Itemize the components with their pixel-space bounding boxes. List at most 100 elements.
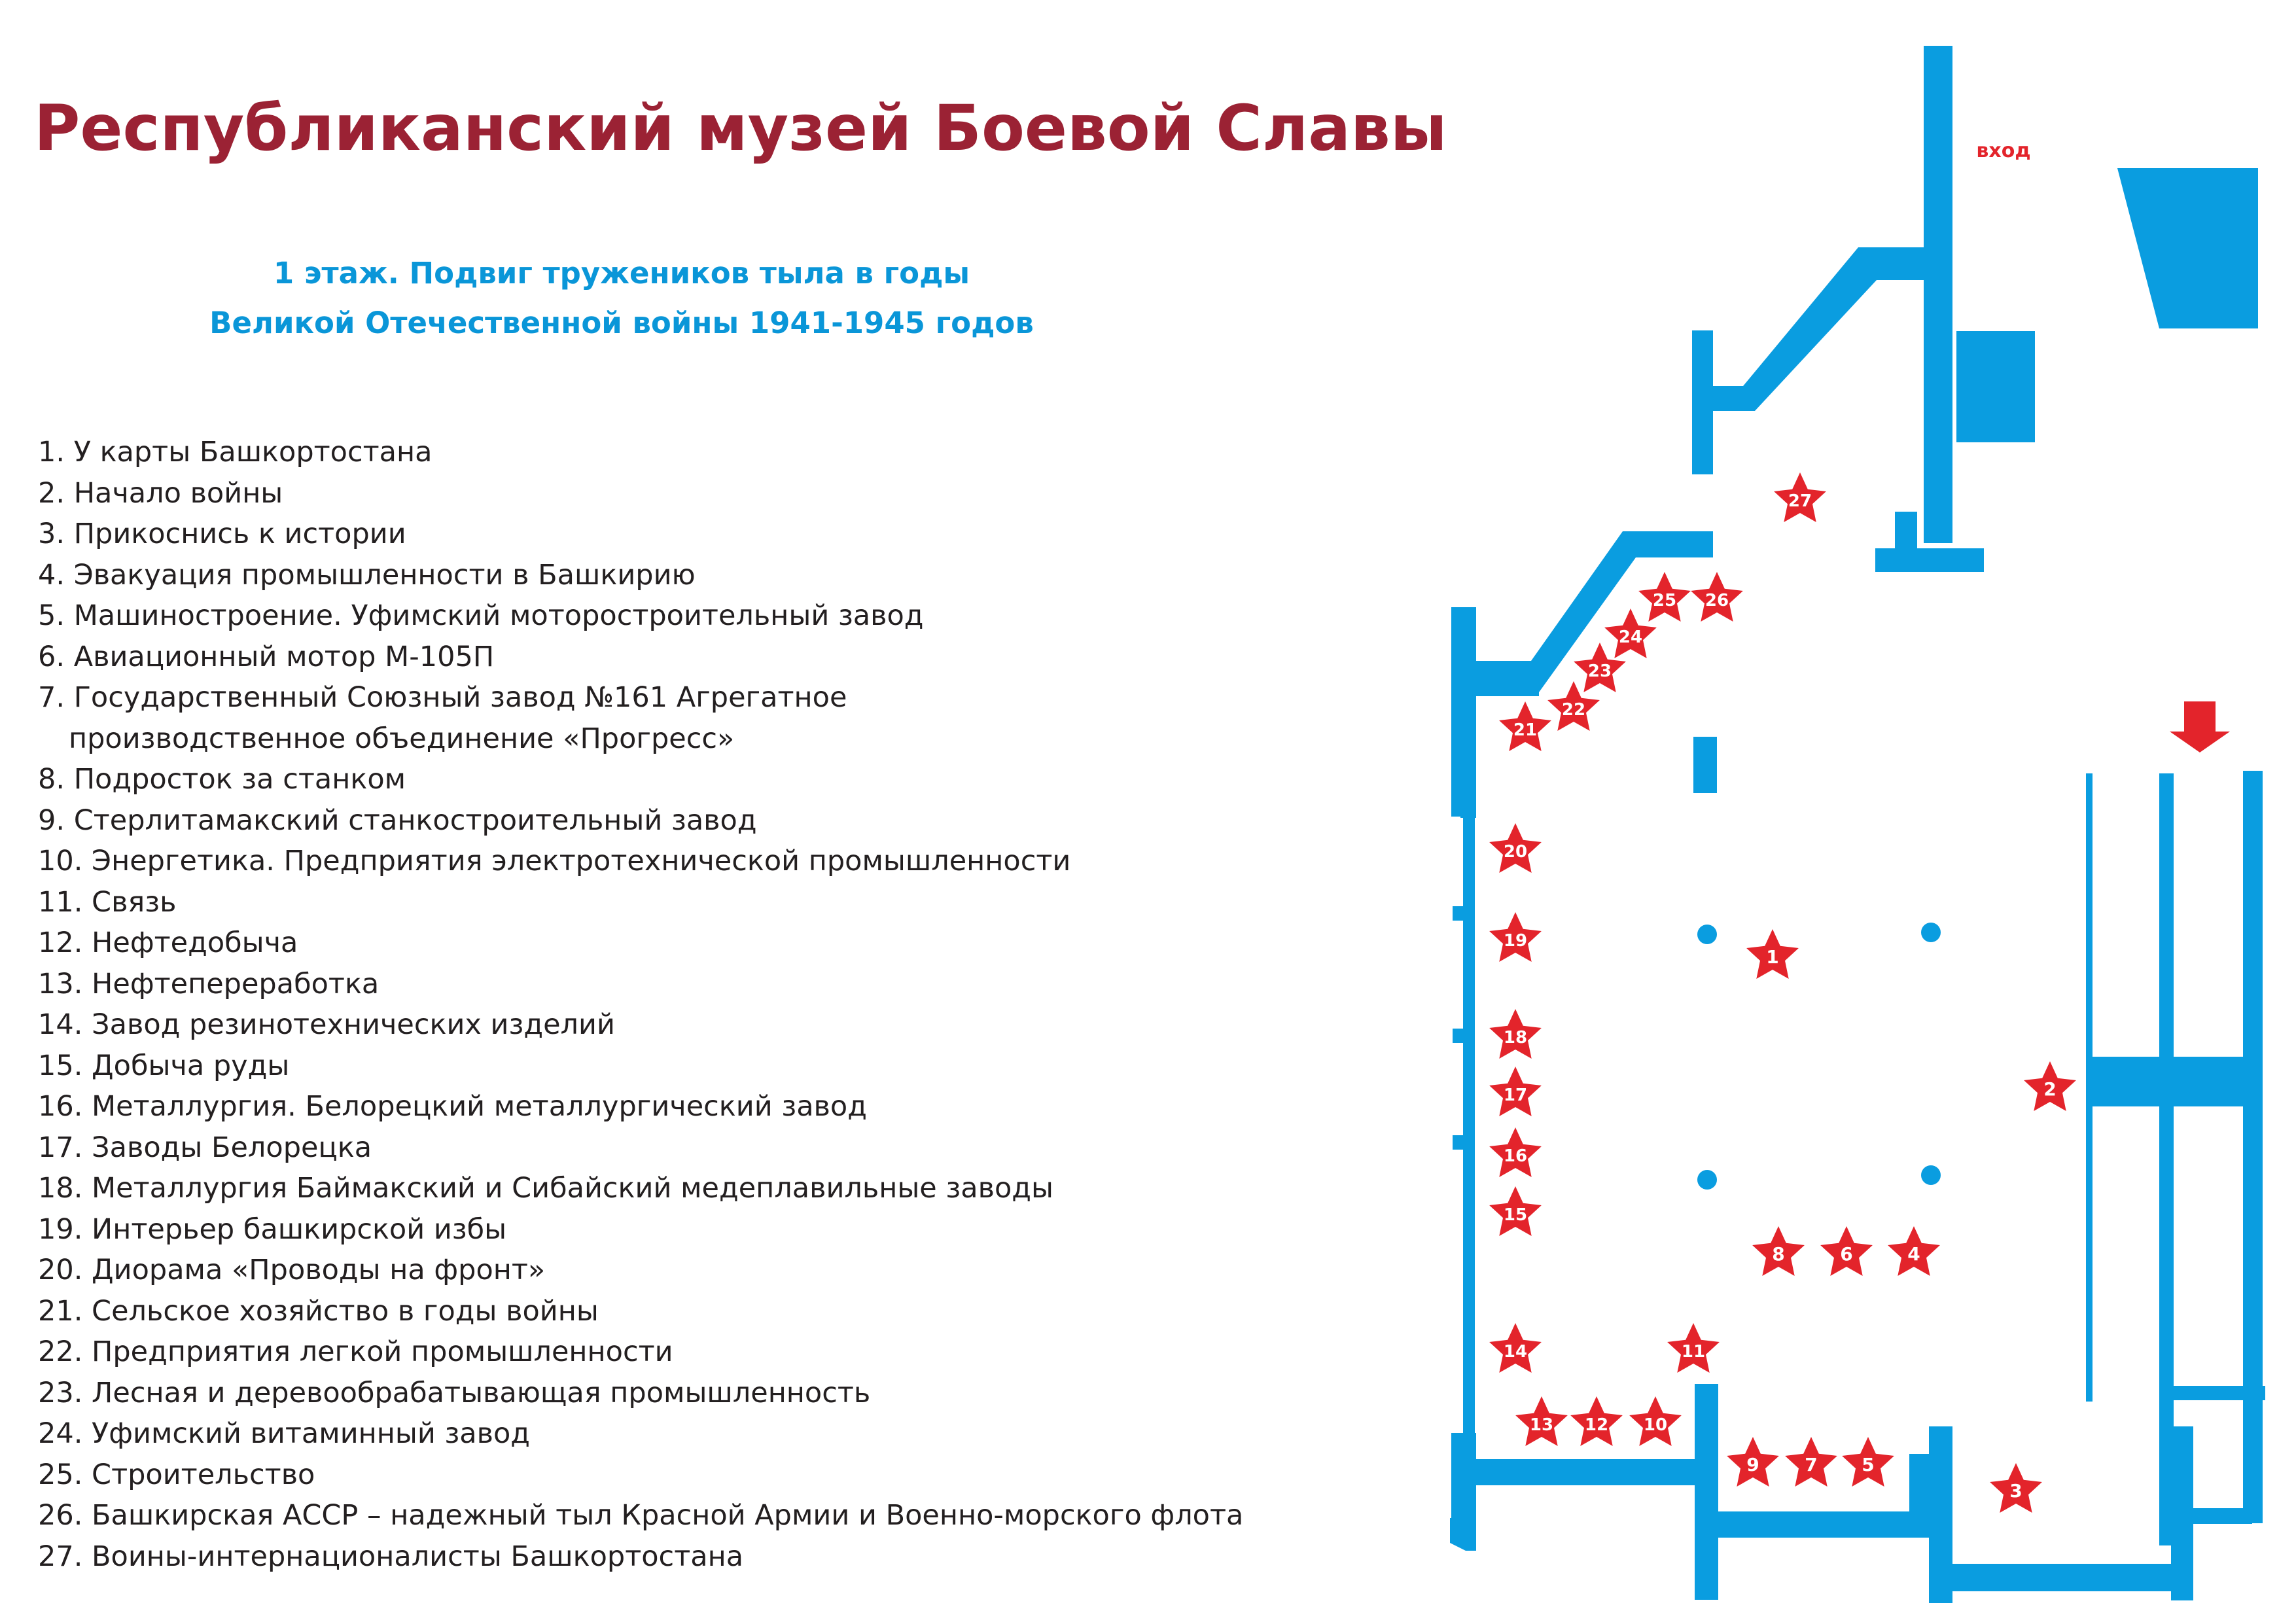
- star-icon: [1499, 701, 1551, 751]
- exhibit-marker-label: 25: [1653, 591, 1676, 610]
- star-icon: [1489, 823, 1542, 873]
- exhibit-marker-27: 27: [1774, 472, 1826, 522]
- exhibit-marker-24: 24: [1604, 609, 1657, 658]
- star-icon: [1785, 1437, 1837, 1487]
- star-icon: [1990, 1463, 2042, 1513]
- arrow-down-icon: [2170, 701, 2230, 752]
- exhibit-marker-16: 16: [1489, 1127, 1542, 1177]
- exhibit-marker-22: 22: [1547, 681, 1600, 731]
- exhibit-marker-label: 5: [1862, 1454, 1874, 1475]
- exhibit-marker-label: 4: [1907, 1243, 1920, 1265]
- star-icon: [1489, 1067, 1542, 1116]
- star-icon: [1888, 1226, 1940, 1276]
- plan-walls: [1450, 46, 2265, 1603]
- star-icon: [1604, 609, 1657, 658]
- exhibit-marker-label: 20: [1504, 842, 1527, 862]
- exhibit-marker-label: 23: [1588, 662, 1612, 681]
- legend-item: 5. Машиностроение. Уфимский моторостроит…: [38, 599, 924, 632]
- legend-item: 26. Башкирская АССР – надежный тыл Красн…: [38, 1499, 1244, 1532]
- star-icon: [1574, 643, 1626, 692]
- star-icon: [1667, 1323, 1720, 1373]
- exhibit-marker-label: 26: [1705, 591, 1729, 610]
- exhibit-marker-15: 15: [1489, 1186, 1542, 1236]
- exhibit-marker-14: 14: [1489, 1323, 1542, 1373]
- exhibit-marker-label: 6: [1840, 1243, 1852, 1265]
- exhibit-marker-label: 11: [1682, 1342, 1705, 1362]
- exhibit-marker-label: 16: [1504, 1146, 1527, 1166]
- exhibit-marker-label: 1: [1766, 946, 1778, 968]
- legend-item: 23. Лесная и деревообрабатывающая промыш…: [38, 1376, 871, 1409]
- subtitle-line-2: Великой Отечественной войны 1941-1945 го…: [209, 306, 1034, 340]
- star-icon: [1774, 472, 1826, 522]
- exhibit-marker-label: 12: [1585, 1415, 1608, 1435]
- exhibit-marker-label: 10: [1644, 1415, 1667, 1435]
- exhibit-marker-7: 7: [1785, 1437, 1837, 1487]
- exhibit-marker-label: 18: [1504, 1028, 1527, 1048]
- legend-item: 10. Энергетика. Предприятия электротехни…: [38, 845, 1071, 877]
- star-icon: [1842, 1437, 1894, 1487]
- legend-item: 9. Стерлитамакский станкостроительный за…: [38, 803, 757, 837]
- legend-item: 2. Начало войны: [38, 476, 283, 510]
- exhibit-marker-1: 1: [1746, 929, 1799, 979]
- exhibit-marker-label: 19: [1504, 931, 1527, 951]
- legend-item: 11. Связь: [38, 885, 177, 919]
- floor-subtitle: 1 этаж. Подвиг тружеников тыла в годы Ве…: [157, 249, 1086, 348]
- star-icon: [1489, 1323, 1542, 1373]
- exhibit-marker-label: 21: [1513, 720, 1537, 740]
- star-icon: [1515, 1396, 1568, 1446]
- exhibit-markers: 1234567891011121314151617181920212223242…: [1489, 472, 2076, 1513]
- exhibit-marker-3: 3: [1990, 1463, 2042, 1513]
- star-icon: [1638, 572, 1691, 622]
- star-icon: [1489, 1127, 1542, 1177]
- entrance-label: вход: [1976, 139, 2030, 162]
- exhibit-marker-4: 4: [1888, 1226, 1940, 1276]
- legend-item: 14. Завод резинотехнических изделий: [38, 1008, 615, 1041]
- exhibit-marker-label: 7: [1805, 1454, 1817, 1475]
- exhibit-marker-20: 20: [1489, 823, 1542, 873]
- star-icon: [1727, 1437, 1779, 1487]
- star-icon: [1820, 1226, 1873, 1276]
- legend-item: 18. Металлургия Баймакский и Сибайский м…: [38, 1172, 1053, 1205]
- star-icon: [1489, 1186, 1542, 1236]
- legend-item: 8. Подросток за станком: [38, 763, 406, 796]
- legend-item: 27. Воины-интернационалисты Башкортостан…: [38, 1540, 744, 1573]
- star-icon: [1752, 1226, 1805, 1276]
- exhibit-marker-label: 15: [1504, 1205, 1527, 1225]
- star-icon: [1570, 1396, 1623, 1446]
- star-icon: [2024, 1061, 2076, 1111]
- legend-item: 16. Металлургия. Белорецкий металлургиче…: [38, 1090, 867, 1123]
- star-icon: [1489, 1009, 1542, 1059]
- legend-item: 15. Добыча руды: [38, 1049, 290, 1082]
- legend-item-continuation: производственное объединение «Прогресс»: [69, 722, 735, 755]
- exhibit-marker-9: 9: [1727, 1437, 1779, 1487]
- exhibit-marker-5: 5: [1842, 1437, 1894, 1487]
- exhibit-marker-label: 8: [1772, 1243, 1784, 1265]
- star-icon: [1489, 912, 1542, 962]
- exhibit-marker-8: 8: [1752, 1226, 1805, 1276]
- legend-item: 13. Нефтепереработка: [38, 967, 380, 1000]
- legend-item: 1. У карты Башкортостана: [38, 436, 433, 468]
- legend-item: 7. Государственный Союзный завод №161 Аг…: [38, 681, 847, 714]
- legend-item: 25. Строительство: [38, 1458, 315, 1491]
- exhibit-marker-25: 25: [1638, 572, 1691, 622]
- legend-item: 21. Сельское хозяйство в годы войны: [38, 1294, 599, 1328]
- exhibit-marker-label: 3: [2009, 1480, 2022, 1502]
- star-icon: [1629, 1396, 1682, 1446]
- legend-item: 20. Диорама «Проводы на фронт»: [38, 1254, 546, 1286]
- exhibit-marker-label: 27: [1788, 491, 1812, 511]
- page-title: Республиканский музей Боевой Славы: [34, 92, 1447, 165]
- exhibit-marker-label: 24: [1619, 627, 1642, 647]
- exhibit-marker-label: 22: [1562, 700, 1585, 720]
- exhibit-marker-23: 23: [1574, 643, 1626, 692]
- star-icon: [1691, 572, 1743, 622]
- legend-item: 3. Прикоснись к истории: [38, 518, 406, 550]
- star-icon: [1547, 681, 1600, 731]
- exhibit-marker-13: 13: [1515, 1396, 1568, 1446]
- exhibit-legend: 1. У карты Башкортостана 2. Начало войны…: [38, 432, 1243, 1577]
- exhibit-marker-17: 17: [1489, 1067, 1542, 1116]
- exhibit-marker-11: 11: [1667, 1323, 1720, 1373]
- legend-item: 17. Заводы Белорецка: [38, 1131, 372, 1164]
- exhibit-marker-18: 18: [1489, 1009, 1542, 1059]
- exhibit-marker-label: 2: [2043, 1078, 2056, 1100]
